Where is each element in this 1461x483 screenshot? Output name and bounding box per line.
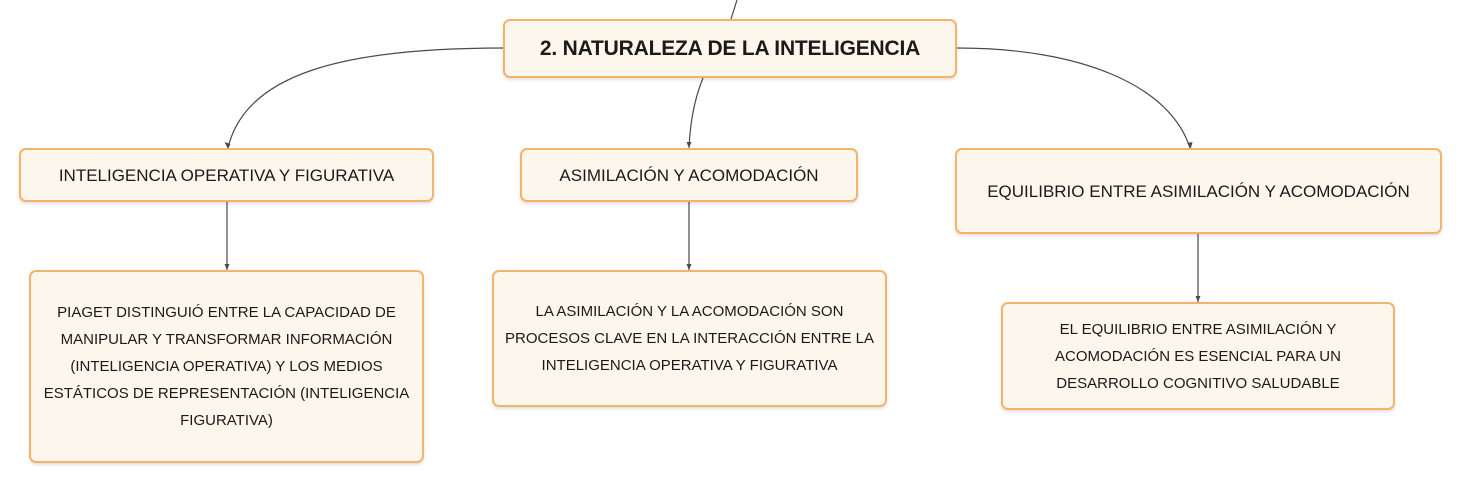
branch-node-label: EQUILIBRIO ENTRE ASIMILACIÓN Y ACOMODACI… [987,181,1410,201]
leaf-node-text: EL EQUILIBRIO ENTRE ASIMILACIÓN Y ACOMOD… [1055,320,1341,392]
leaf-node-asimilacion-acomodacion[interactable]: LA ASIMILACIÓN Y LA ACOMODACIÓN SON PROC… [492,270,887,407]
connector-root-to-branch-2 [688,77,704,149]
leaf-node-text: LA ASIMILACIÓN Y LA ACOMODACIÓN SON PROC… [505,303,874,374]
connector-root-to-branch-3 [956,47,1191,149]
arrowhead-branch-3 [1187,142,1193,148]
connector-parent-to-root [730,0,738,20]
arrowhead-leaf-2 [686,264,692,270]
root-node-label: 2. NATURALEZA DE LA INTELIGENCIA [539,36,921,60]
branch-node-label: INTELIGENCIA OPERATIVA Y FIGURATIVA [58,165,395,185]
leaf-node-operativa-figurativa[interactable]: PIAGET DISTINGUIÓ ENTRE LA CAPACIDAD DE … [29,270,424,463]
root-node[interactable]: 2. NATURALEZA DE LA INTELIGENCIA [503,19,957,78]
arrowhead-leaf-1 [224,264,230,270]
arrowhead-branch-2 [686,142,692,148]
connector-root-to-branch-1 [227,47,504,149]
leaf-node-text: PIAGET DISTINGUIÓ ENTRE LA CAPACIDAD DE … [43,304,410,429]
leaf-node-equilibrio[interactable]: EL EQUILIBRIO ENTRE ASIMILACIÓN Y ACOMOD… [1001,302,1395,410]
branch-node-operativa-figurativa[interactable]: INTELIGENCIA OPERATIVA Y FIGURATIVA [19,148,434,202]
branch-node-equilibrio[interactable]: EQUILIBRIO ENTRE ASIMILACIÓN Y ACOMODACI… [955,148,1442,234]
arrowhead-leaf-3 [1195,296,1201,302]
branch-node-asimilacion-acomodacion[interactable]: ASIMILACIÓN Y ACOMODACIÓN [520,148,858,202]
branch-node-label: ASIMILACIÓN Y ACOMODACIÓN [559,165,819,185]
arrowhead-branch-1 [224,142,231,149]
